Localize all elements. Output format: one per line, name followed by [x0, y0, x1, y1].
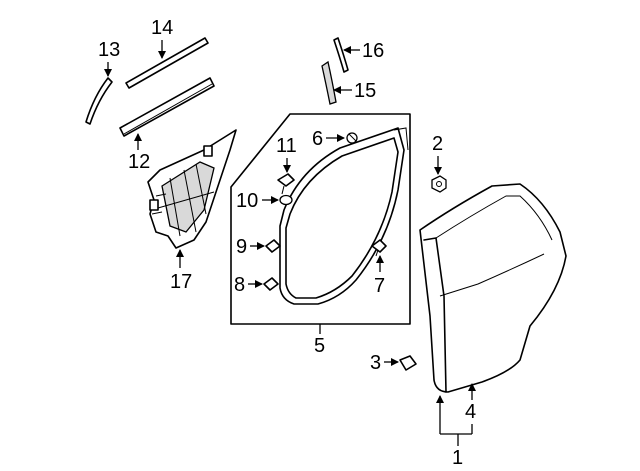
callout-11: 11 [276, 135, 297, 157]
callout-15: 15 [354, 80, 376, 102]
callout-12: 12 [128, 151, 150, 173]
callout-5: 5 [314, 335, 325, 357]
part-16-channel [333, 37, 349, 73]
callout-1: 1 [452, 447, 463, 469]
part-13-molding [85, 77, 113, 125]
part-5-box [230, 113, 411, 325]
part-17-window-regulator [147, 129, 237, 249]
part-12-belt-weatherstrip [119, 77, 215, 137]
callout-13: 13 [98, 39, 120, 61]
part-2-nut [431, 175, 447, 193]
part-10-clip [279, 194, 293, 206]
callout-14: 14 [151, 17, 173, 39]
part-11-clip [277, 173, 295, 195]
part-1-door-shell [419, 183, 567, 393]
callout-8: 8 [234, 274, 245, 296]
callout-16: 16 [362, 40, 384, 62]
callout-4: 4 [465, 401, 476, 423]
callout-17: 17 [170, 271, 192, 293]
part-15-channel [321, 60, 337, 105]
part-3-bolt [399, 355, 417, 371]
callout-6: 6 [312, 128, 323, 150]
callout-3: 3 [370, 352, 381, 374]
part-6-clip [346, 132, 358, 144]
callout-10: 10 [236, 190, 258, 212]
part-14-belt-molding [125, 37, 209, 89]
door-weatherstrip [279, 127, 409, 305]
part-9-clip [265, 239, 281, 253]
callout-2: 2 [432, 133, 443, 155]
callout-7: 7 [374, 275, 385, 297]
callout-labels: 13 14 12 17 16 15 6 11 10 9 8 7 5 2 3 4 … [98, 17, 476, 469]
part-8-clip [263, 277, 279, 291]
callout-9: 9 [236, 236, 247, 258]
leader-lines [104, 40, 476, 446]
